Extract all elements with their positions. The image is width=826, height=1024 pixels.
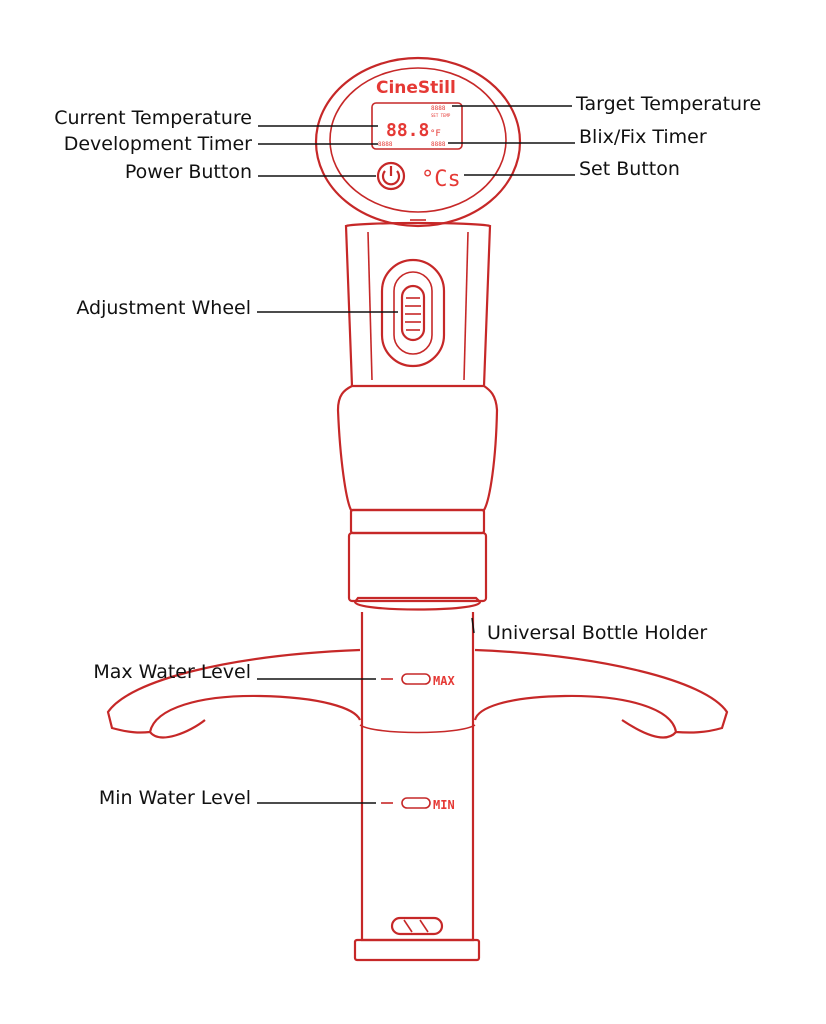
label-development-timer: Development Timer bbox=[64, 133, 252, 155]
lcd-current-temperature: 88.8 bbox=[386, 120, 429, 141]
lcd-blix-fix-timer: 8888 bbox=[431, 141, 446, 148]
label-set-button: Set Button bbox=[579, 158, 680, 180]
bottle-holder bbox=[106, 648, 729, 739]
lcd-unit: °F bbox=[430, 129, 441, 139]
label-universal-bottle-holder: Universal Bottle Holder bbox=[487, 622, 707, 644]
label-target-temperature: Target Temperature bbox=[575, 93, 761, 115]
adjustment-wheel[interactable] bbox=[380, 258, 446, 368]
lcd-development-timer: 8888 bbox=[378, 141, 393, 148]
label-max-water-level: Max Water Level bbox=[93, 661, 251, 683]
device-body bbox=[336, 221, 499, 603]
control-head bbox=[314, 56, 522, 228]
set-button-glyph: °Cs bbox=[421, 167, 461, 192]
brand-logo: CineStill bbox=[376, 78, 456, 98]
power-icon bbox=[381, 166, 401, 186]
lcd-set-temp-label: SET TEMP bbox=[431, 113, 451, 118]
label-power-button: Power Button bbox=[125, 161, 252, 183]
immersion-tube bbox=[353, 596, 482, 962]
label-blix-fix-timer: Blix/Fix Timer bbox=[579, 126, 707, 148]
lcd-screen: 88.8 °F 8888 SET TEMP 8888 8888 bbox=[371, 102, 463, 150]
leader-lines bbox=[257, 105, 575, 804]
label-current-temperature: Current Temperature bbox=[54, 107, 252, 129]
max-level-marker: MAX bbox=[381, 673, 455, 688]
max-mark: MAX bbox=[433, 674, 455, 688]
min-level-marker: MIN bbox=[381, 797, 455, 812]
min-mark: MIN bbox=[433, 798, 455, 812]
power-button[interactable] bbox=[376, 161, 406, 191]
label-min-water-level: Min Water Level bbox=[99, 787, 251, 809]
label-adjustment-wheel: Adjustment Wheel bbox=[76, 297, 251, 319]
lcd-target-temperature: 8888 bbox=[431, 105, 446, 112]
set-button[interactable]: °Cs bbox=[421, 167, 461, 192]
